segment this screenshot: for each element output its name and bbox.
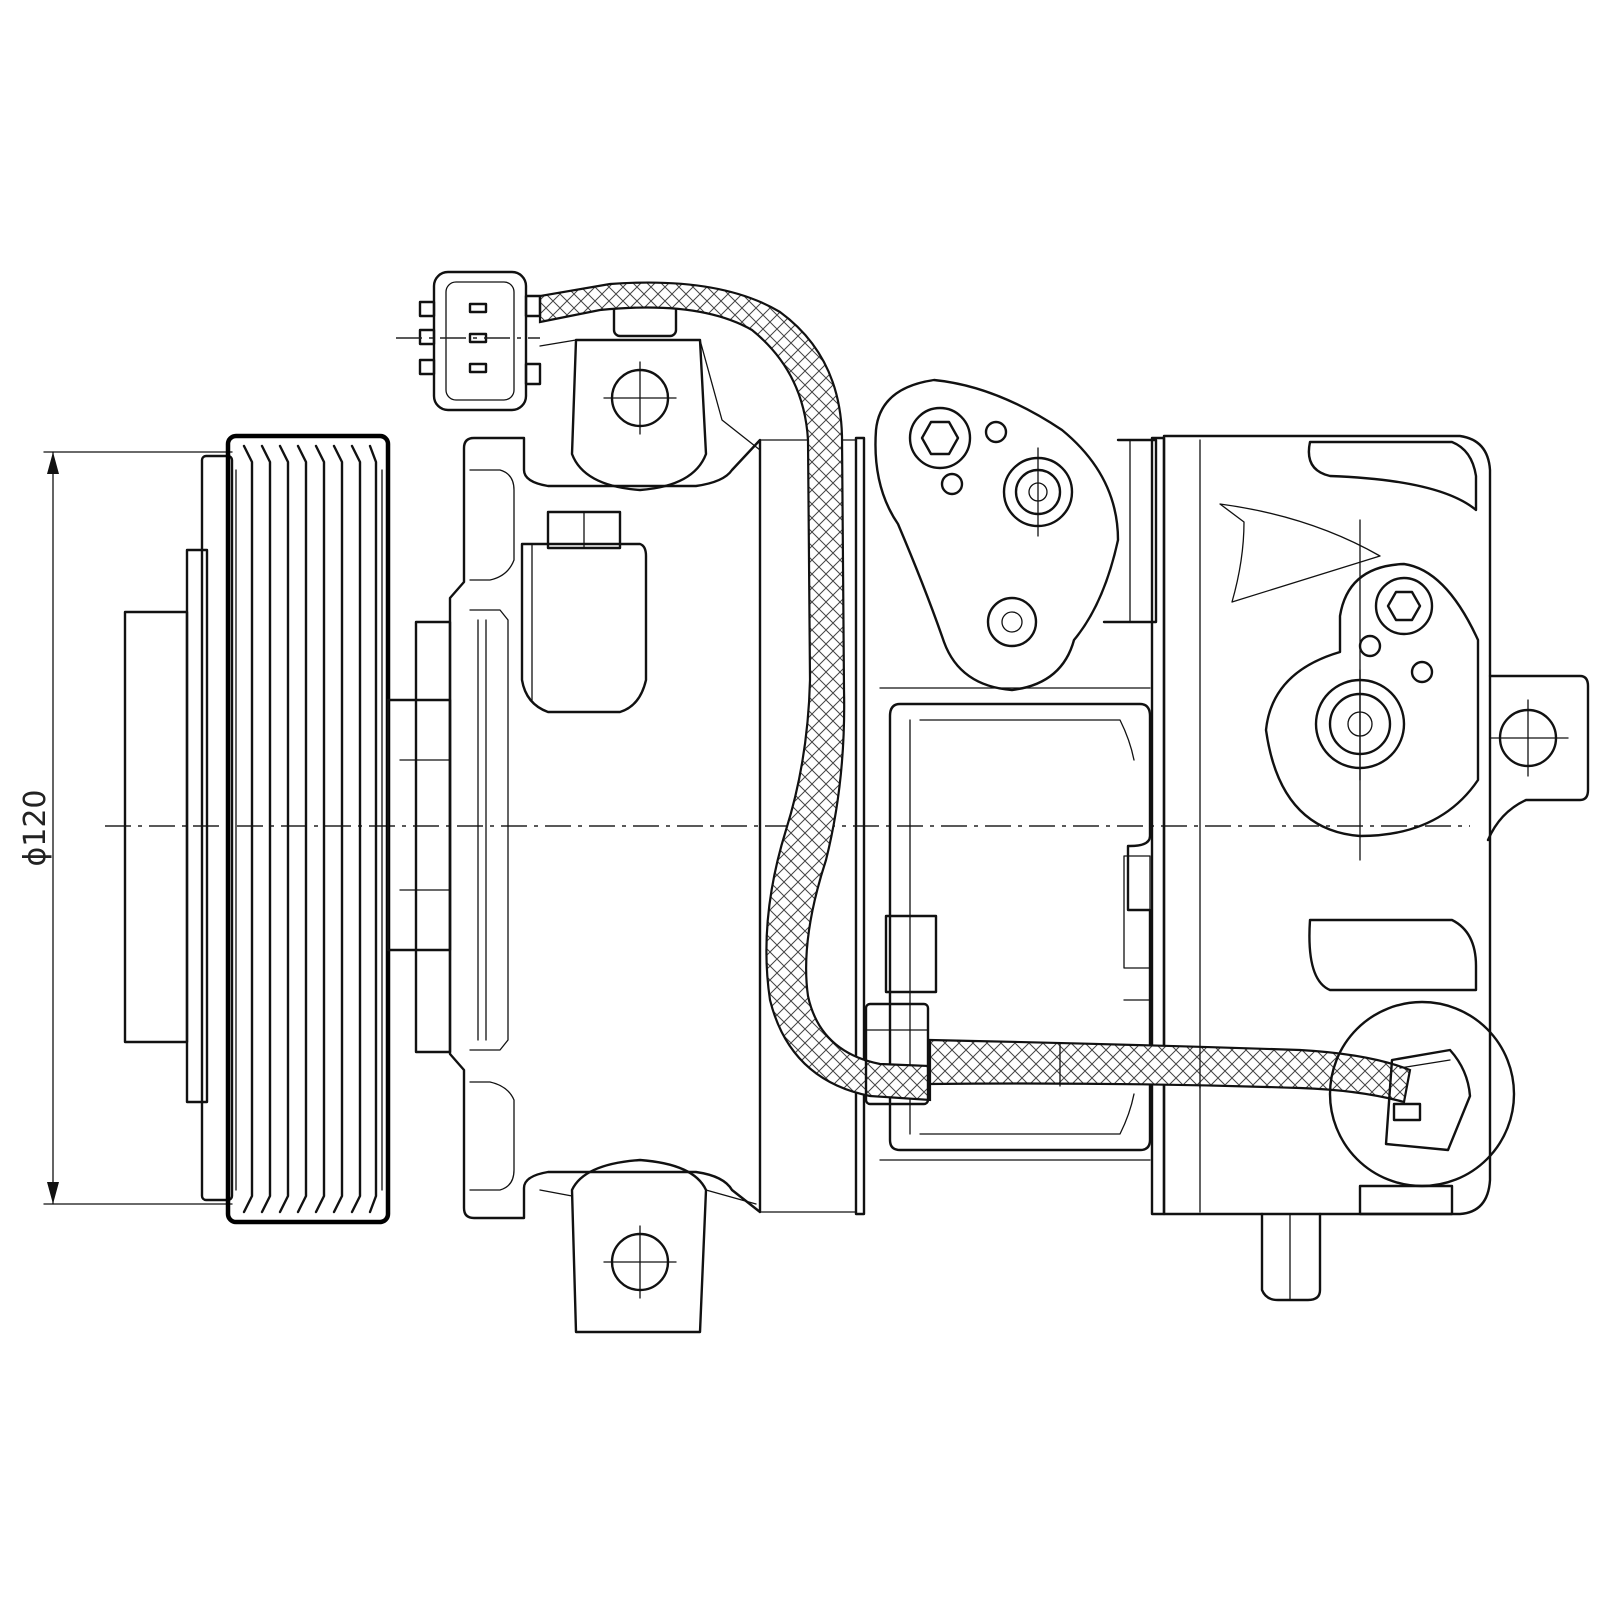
rear-head-outline — [1162, 434, 1492, 1216]
block-window — [888, 702, 1152, 1152]
rear-head — [1162, 434, 1492, 1216]
sensor-body — [520, 542, 648, 714]
block-flange-left — [854, 436, 866, 1216]
harness-hose-lower — [928, 1038, 1412, 1104]
harness-clamp — [864, 1002, 930, 1106]
front-housing-outline — [448, 436, 762, 1220]
suction-flange-outline — [874, 378, 1120, 692]
bearing-boss — [414, 620, 452, 1054]
bottom-ear-outline — [570, 1158, 708, 1334]
harness-hose-upper — [538, 281, 932, 1102]
rear-connector — [1328, 1000, 1516, 1188]
hub-flange — [185, 548, 209, 1104]
pulley — [225, 433, 391, 1225]
rear-wedge — [1219, 503, 1381, 603]
bottom-mount-ear — [539, 1158, 757, 1334]
rear-hex-socket — [1386, 590, 1422, 622]
plug-pin-left-top — [418, 300, 436, 318]
diameter-label: ϕ120 — [18, 789, 53, 866]
plug-pin-right-bottom — [524, 362, 542, 386]
suction-port-flange — [874, 378, 1158, 692]
shaft-collar — [386, 698, 452, 952]
discharge-flange-outline — [1264, 562, 1480, 838]
armature-plate — [200, 454, 234, 1202]
plug-pin-left-bottom — [418, 358, 436, 376]
bottom-boss-outline — [1260, 1212, 1322, 1302]
sensor-block — [520, 510, 648, 714]
discharge-port-flange — [1264, 562, 1480, 838]
connector-latch — [1392, 1102, 1422, 1122]
plug-pin-left-mid — [418, 328, 436, 346]
clutch-hub — [123, 454, 234, 1202]
diameter-dimension: ϕ120 — [18, 451, 233, 1205]
pulley-grooves — [235, 444, 383, 1214]
bottom-tab — [1358, 1184, 1454, 1216]
dimension-arrow-top — [47, 452, 59, 474]
hex-socket — [920, 420, 960, 456]
bottom-rear-boss — [1260, 1184, 1454, 1302]
rear-mount-lug — [1486, 674, 1590, 842]
clamp-body — [864, 1002, 930, 1106]
connector-ring — [1328, 1000, 1516, 1188]
flange-bolt-head — [908, 406, 972, 470]
connector-plug — [1384, 1048, 1472, 1152]
top-mount-ear — [539, 286, 761, 492]
front-housing — [448, 436, 857, 1220]
rear-rib-top — [1307, 440, 1478, 512]
dimension-arrow-bottom — [47, 1182, 59, 1204]
electrical-plug — [396, 270, 542, 412]
hub-face — [123, 610, 189, 1044]
block-boss — [884, 914, 938, 994]
rear-bolt-head — [1374, 576, 1434, 636]
top-ear-outline — [570, 338, 708, 492]
rear-lug-outline — [1486, 674, 1590, 842]
shaft-boss — [386, 620, 452, 1054]
flange-pin — [986, 596, 1038, 648]
rear-rib-bottom — [1308, 918, 1478, 992]
plug-pin-right-top — [524, 294, 542, 318]
wire-harness — [538, 281, 1412, 1104]
